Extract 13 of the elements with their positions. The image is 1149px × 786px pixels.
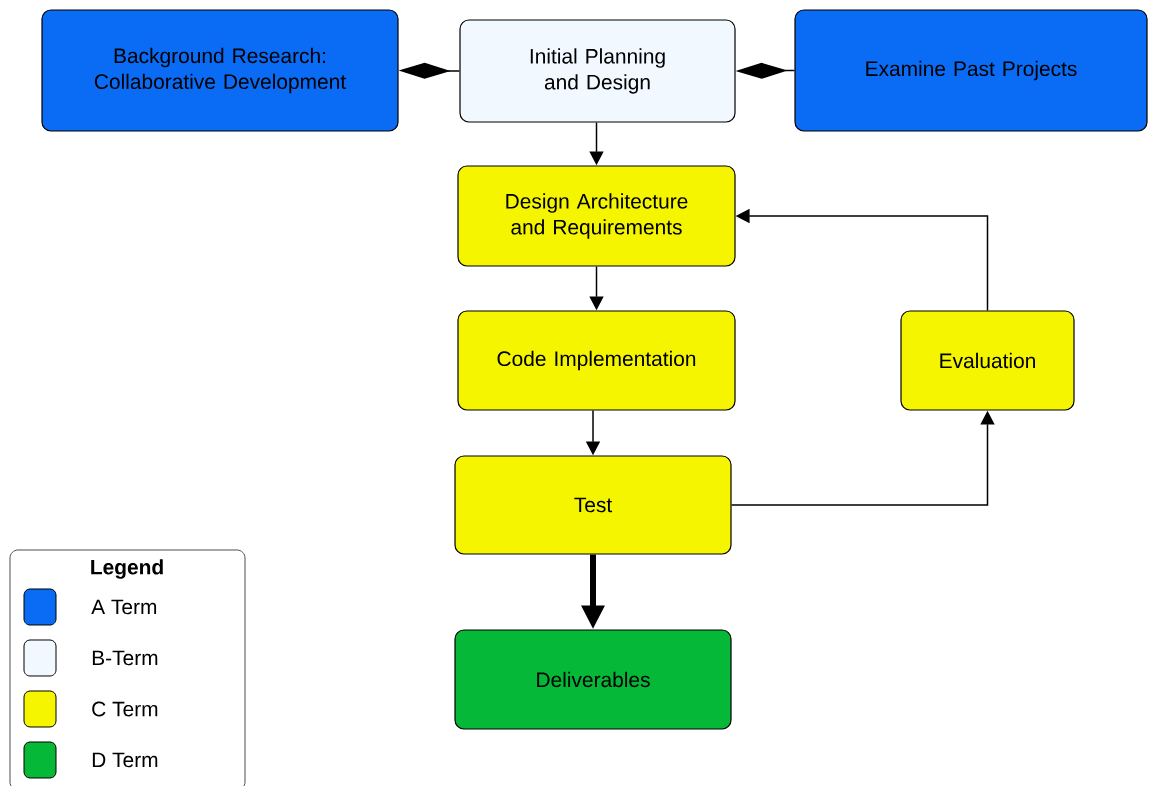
process-box: Evaluation [900,310,1075,411]
process-box: Examine Past Projects [794,9,1148,132]
legend-label: C Term [92,701,158,717]
legend-label: D Term [92,752,158,768]
legend-title: Legend [91,559,163,579]
process-box: Initial Planning and Design [459,19,736,123]
process-box: Deliverables [454,629,732,730]
process-box: Background Research: Collaborative Development [41,9,399,132]
process-box: Test [454,455,732,555]
legend-label: A Term [91,599,157,615]
process-box: Design Architecture and Requirements [457,165,736,267]
process-box: Code Implementation [457,310,736,411]
legend-label: B-Term [92,650,158,666]
